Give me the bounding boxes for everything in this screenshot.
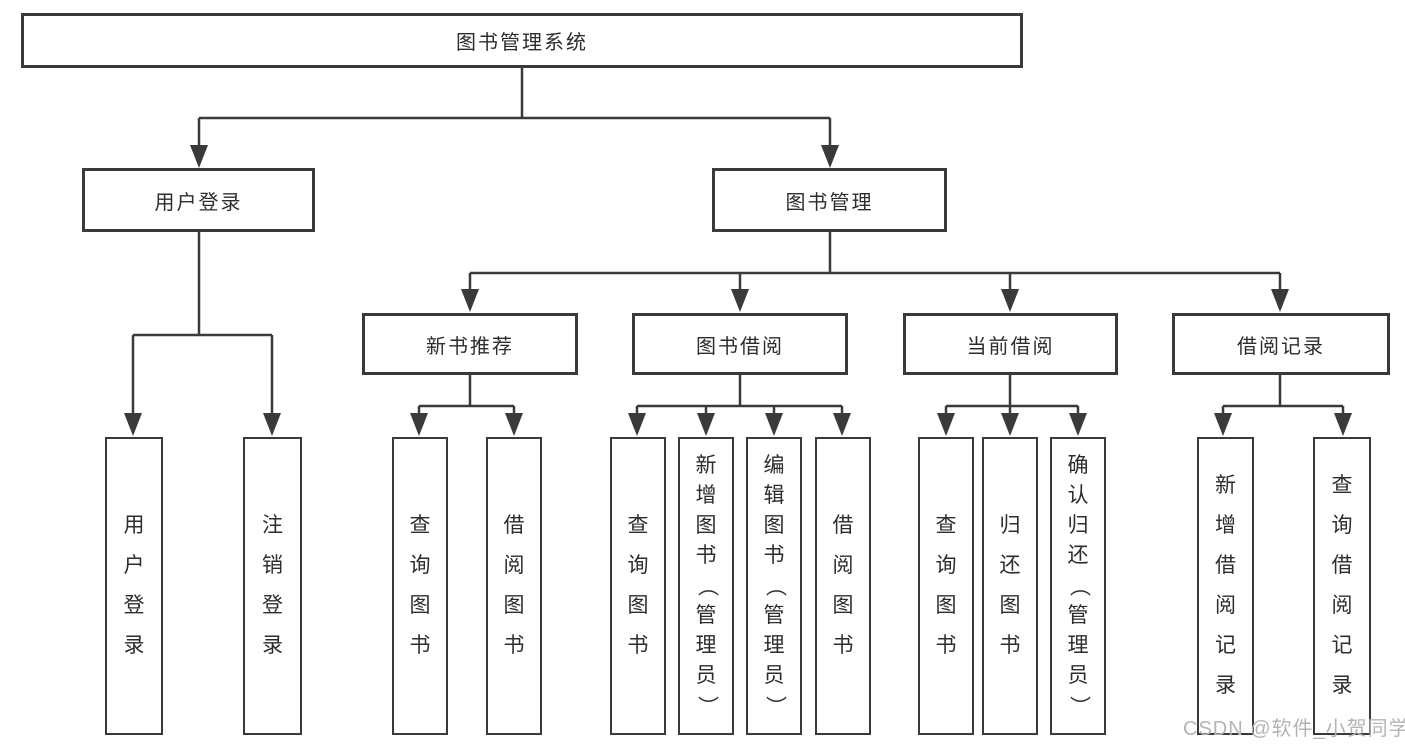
node-nbr-query-books: 查询图书 (392, 437, 448, 735)
node-nbr-borrow-books: 借阅图书 (486, 437, 542, 735)
node-bb-query-books: 查询图书 (610, 437, 666, 735)
node-bb-add-books-admin: 新增图书（管理员） (678, 437, 734, 735)
node-book-management: 图书管理 (712, 168, 947, 232)
node-cb-return-books: 归还图书 (982, 437, 1038, 735)
node-new-book-recommend: 新书推荐 (362, 313, 578, 375)
arrowheads (124, 145, 1352, 436)
node-cb-confirm-return-admin: 确认归还（管理员） (1050, 437, 1106, 735)
node-root: 图书管理系统 (21, 13, 1023, 68)
node-br-add-record: 新增借阅记录 (1197, 437, 1254, 735)
node-bb-edit-books-admin: 编辑图书（管理员） (746, 437, 802, 735)
node-borrow-records: 借阅记录 (1172, 313, 1390, 375)
watermark: CSDN @软件_小贺同学 (1183, 718, 1405, 740)
node-book-borrowing: 图书借阅 (632, 313, 848, 375)
node-logout: 注销登录 (243, 437, 302, 735)
node-bb-borrow-books: 借阅图书 (815, 437, 871, 735)
node-cb-query-books: 查询图书 (918, 437, 974, 735)
node-user-login-action: 用户登录 (105, 437, 163, 735)
node-user-login: 用户登录 (82, 168, 315, 232)
node-current-borrowing: 当前借阅 (903, 313, 1118, 375)
node-br-query-record: 查询借阅记录 (1313, 437, 1371, 735)
